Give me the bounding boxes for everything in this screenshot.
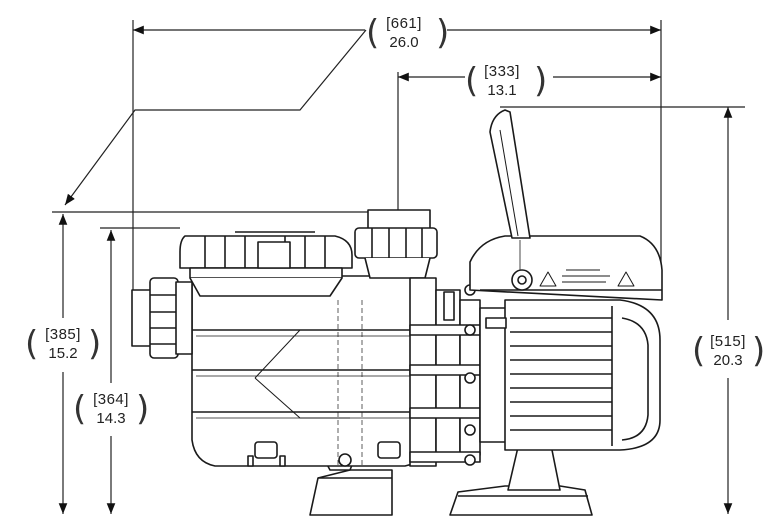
dimension-lines bbox=[52, 20, 745, 514]
svg-text:(: ( bbox=[692, 331, 705, 371]
drain-plugs bbox=[247, 441, 401, 467]
controller-box bbox=[469, 235, 663, 301]
svg-text:(: ( bbox=[73, 389, 86, 429]
motor-body bbox=[479, 299, 661, 451]
svg-text:(: ( bbox=[25, 324, 38, 364]
dim-motor-length-mm: [333] bbox=[484, 63, 520, 80]
svg-text:): ) bbox=[752, 331, 765, 371]
dim-overall-height-mm: [515] bbox=[710, 333, 746, 350]
dim-label-inlet-height: ( ) [385] 15.2 bbox=[25, 324, 101, 364]
dim-motor-length-inch: 13.1 bbox=[487, 82, 516, 99]
svg-text:): ) bbox=[136, 389, 149, 429]
strainer-lid bbox=[179, 231, 353, 297]
controller-cover bbox=[489, 109, 531, 239]
strainer-housing bbox=[191, 275, 429, 467]
dim-label-lid-height: ( ) [364] 14.3 bbox=[73, 389, 149, 429]
svg-text:(: ( bbox=[366, 13, 379, 53]
dim-overall-height-inch: 20.3 bbox=[713, 352, 742, 369]
dim-overall-length-inch: 26.0 bbox=[389, 34, 418, 51]
dim-overall-length-mm: [661] bbox=[386, 15, 422, 32]
dim-lid-height-mm: [364] bbox=[93, 391, 129, 408]
dim-label-motor-length: ( ) [333] 13.1 bbox=[465, 61, 547, 101]
svg-text:): ) bbox=[88, 324, 101, 364]
svg-text:): ) bbox=[436, 13, 449, 53]
dim-inlet-height-inch: 15.2 bbox=[48, 345, 77, 362]
inlet-union bbox=[131, 277, 193, 359]
volute-flange bbox=[409, 277, 481, 467]
pump-outline bbox=[131, 109, 663, 516]
dim-lid-height-inch: 14.3 bbox=[96, 410, 125, 427]
outlet-union bbox=[354, 209, 438, 279]
dim-inlet-height-mm: [385] bbox=[45, 326, 81, 343]
dim-label-overall-length: ( ) [661] 26.0 bbox=[366, 13, 449, 53]
svg-text:(: ( bbox=[465, 61, 478, 101]
leader-line bbox=[64, 29, 367, 206]
dim-label-overall-height: ( ) [515] 20.3 bbox=[692, 331, 765, 371]
svg-text:): ) bbox=[534, 61, 547, 101]
